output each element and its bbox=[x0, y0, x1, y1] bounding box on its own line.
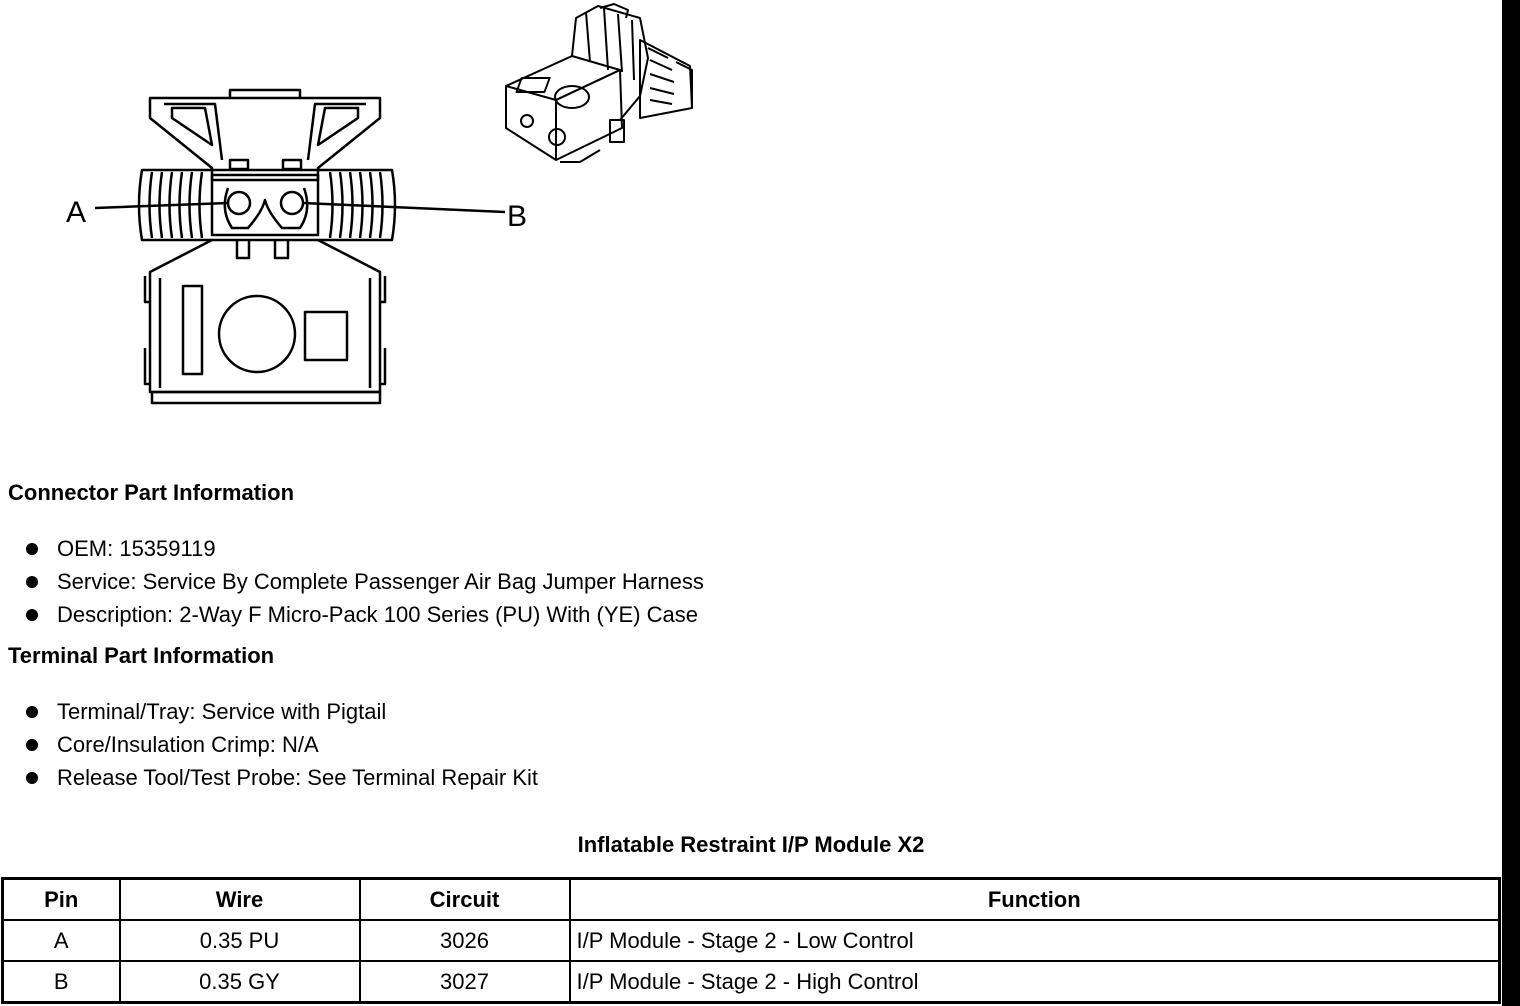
pin-b-label: B bbox=[507, 200, 527, 233]
header-circuit: Circuit bbox=[358, 877, 571, 921]
cell-pin: A bbox=[1, 919, 121, 962]
list-item: Terminal/Tray: Service with Pigtail bbox=[24, 695, 538, 728]
cell-function: I/P Module - Stage 2 - Low Control bbox=[568, 919, 1501, 962]
cell-wire: 0.35 PU bbox=[118, 919, 361, 962]
cell-function: I/P Module - Stage 2 - High Control bbox=[568, 960, 1501, 1004]
pin-table: Pin Wire Circuit Function A 0.35 PU 3026… bbox=[1, 877, 1501, 1004]
terminal-info-heading: Terminal Part Information bbox=[8, 643, 275, 668]
table-row: A 0.35 PU 3026 I/P Module - Stage 2 - Lo… bbox=[1, 919, 1501, 962]
connector-front-view bbox=[137, 88, 397, 405]
header-function: Function bbox=[568, 877, 1501, 921]
connector-isometric-view bbox=[505, 3, 693, 163]
connector-info-list: OEM: 15359119 Service: Service By Comple… bbox=[24, 532, 704, 631]
cell-pin: B bbox=[1, 960, 121, 1004]
list-item: Description: 2-Way F Micro-Pack 100 Seri… bbox=[24, 598, 704, 631]
pin-table-title: Inflatable Restraint I/P Module X2 bbox=[577, 832, 925, 857]
connector-diagram: A B bbox=[66, 3, 693, 405]
table-row: B 0.35 GY 3027 I/P Module - Stage 2 - Hi… bbox=[1, 960, 1501, 1004]
pin-b-leader-line bbox=[302, 201, 506, 214]
list-item: Core/Insulation Crimp: N/A bbox=[24, 728, 538, 761]
connector-info-heading: Connector Part Information bbox=[8, 480, 295, 505]
list-item: Release Tool/Test Probe: See Terminal Re… bbox=[24, 761, 538, 794]
pin-a-leader-line bbox=[94, 201, 229, 210]
cell-circuit: 3027 bbox=[358, 960, 571, 1004]
page-edge-bar bbox=[1502, 0, 1520, 1006]
list-item: Service: Service By Complete Passenger A… bbox=[24, 565, 704, 598]
cell-wire: 0.35 GY bbox=[118, 960, 361, 1004]
list-item: OEM: 15359119 bbox=[24, 532, 704, 565]
table-header-row: Pin Wire Circuit Function bbox=[1, 877, 1501, 921]
terminal-info-list: Terminal/Tray: Service with Pigtail Core… bbox=[24, 695, 538, 794]
pin-a-label: A bbox=[66, 196, 86, 229]
cell-circuit: 3026 bbox=[358, 919, 571, 962]
header-pin: Pin bbox=[1, 877, 121, 921]
header-wire: Wire bbox=[118, 877, 361, 921]
